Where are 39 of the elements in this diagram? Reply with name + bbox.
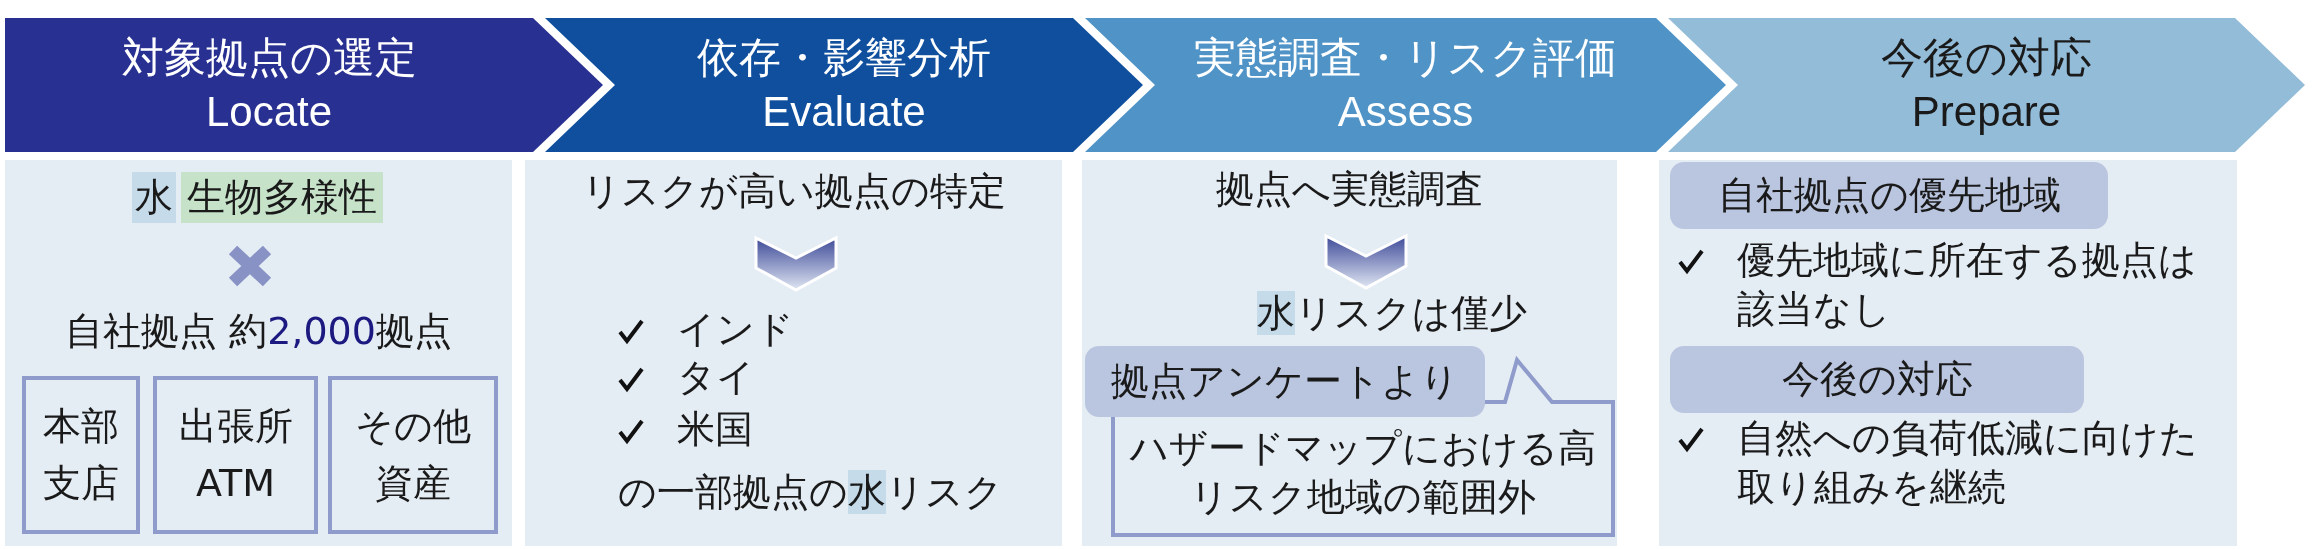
step-subtitle: Prepare [1910, 87, 2063, 137]
list-item: 米国 [677, 406, 753, 453]
chevron-banner [1085, 18, 1726, 152]
tag-label: 拠点アンケートより [1085, 346, 1485, 417]
tag-label: 今後の対応 [1670, 346, 2084, 413]
text-line: 拠点へ実態調査 [1215, 166, 1484, 213]
step-title: 対象拠点の選定 [120, 32, 418, 84]
step-title: 依存・影響分析 [696, 32, 992, 84]
category-frame [153, 376, 318, 534]
panel [1659, 160, 2237, 546]
category-label: 本部支店 [42, 403, 120, 507]
text-line: リスクが高い拠点の特定 [580, 168, 1007, 215]
highlighted-word: 生物多様性 [181, 172, 383, 224]
chevron-banner [1668, 18, 2305, 152]
panel [525, 160, 1062, 546]
speech-bubble [1111, 358, 1615, 537]
chevron-banner [5, 18, 603, 152]
step-subtitle: Assess [1336, 87, 1475, 137]
text-line: 水リスクは僅少 [1256, 290, 1528, 337]
step-subtitle: Evaluate [761, 87, 927, 137]
list-item: 優先地域に所在する拠点は該当なし [1737, 237, 2198, 334]
text-line: の一部拠点の水リスク [618, 469, 1003, 516]
category-frame [328, 376, 498, 534]
list-item: 自然への負荷低減に向けた取り組みを継続 [1737, 415, 2199, 512]
category-label: 出張所 ATM [177, 403, 294, 507]
list-item: インド [677, 306, 794, 353]
panel [5, 160, 512, 546]
panel [1082, 160, 1617, 546]
step-title: 今後の対応 [1880, 32, 2093, 84]
bubble-text: ハザードマップにおける高リスク地域の範囲外 [1129, 425, 1597, 522]
category-frame [22, 376, 140, 534]
step-subtitle: Locate [204, 87, 334, 137]
category-label: その他資産 [354, 403, 472, 507]
text-line: 自社拠点 約2,000拠点 [64, 308, 453, 355]
tag-label: 自社拠点の優先地域 [1670, 162, 2108, 229]
highlighted-word: 水 [132, 172, 176, 224]
list-item: タイ [677, 354, 755, 401]
step-title: 実態調査・リスク評価 [1193, 32, 1618, 84]
chevron-banner [545, 18, 1143, 152]
